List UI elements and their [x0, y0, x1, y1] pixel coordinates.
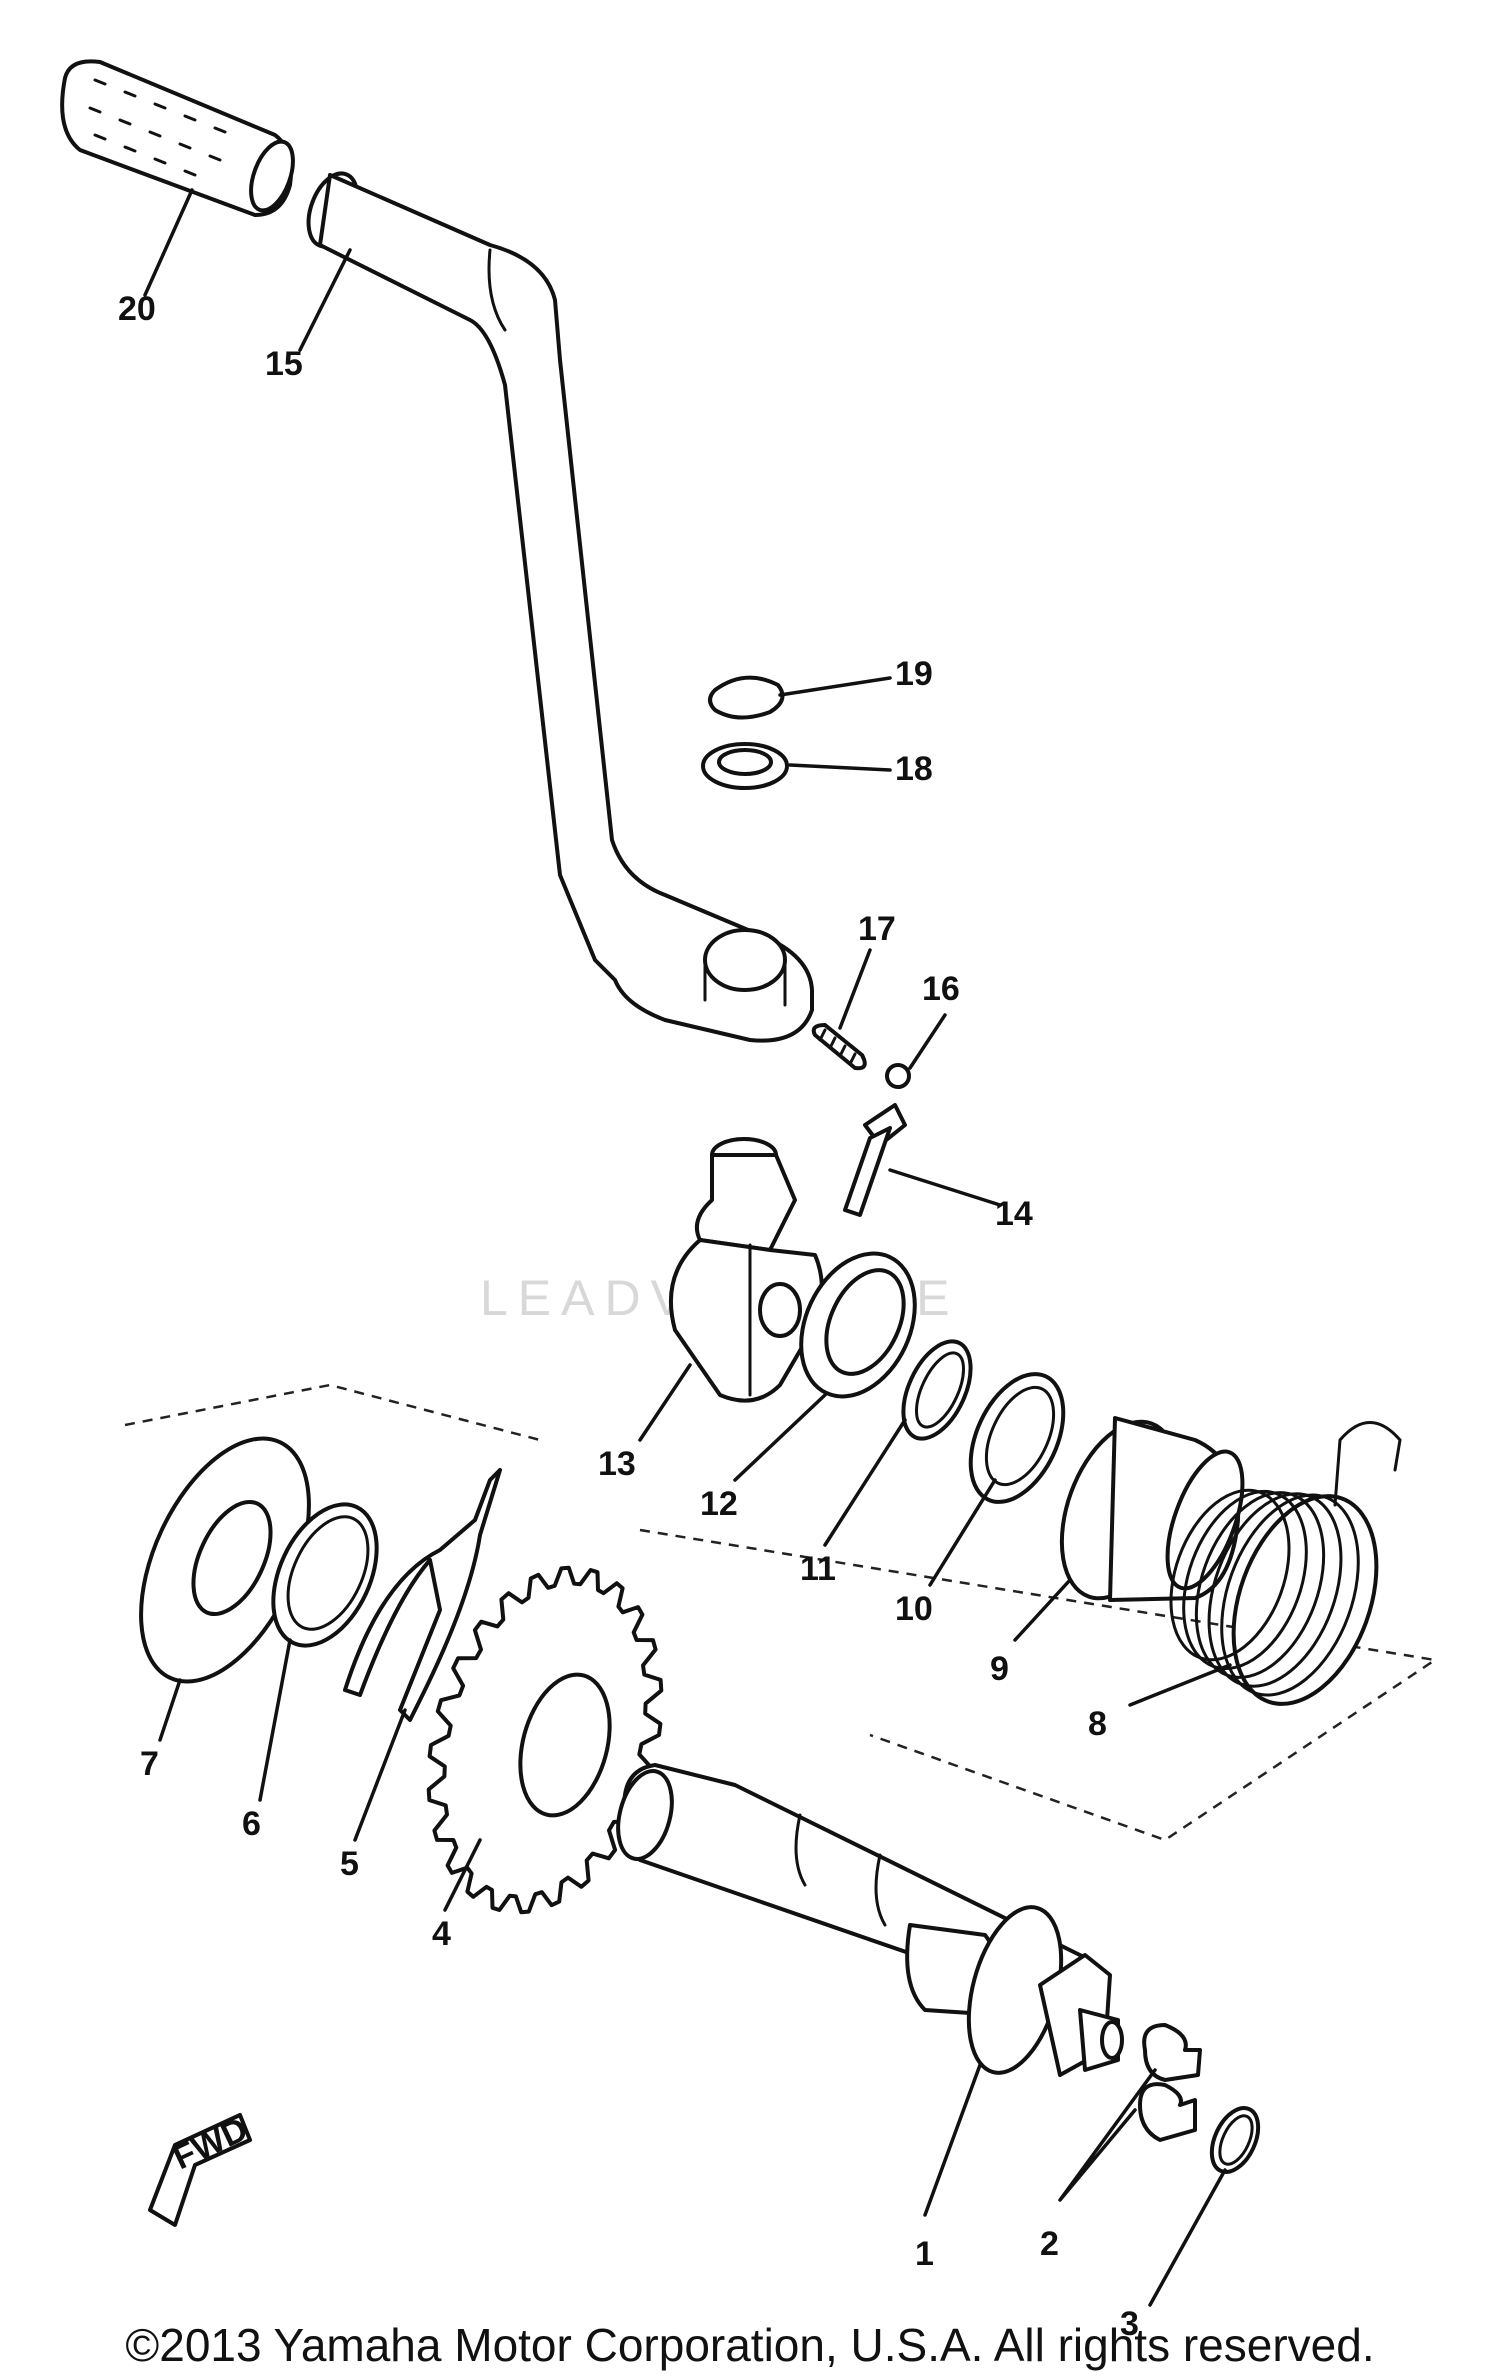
callout-7: 7	[140, 1745, 159, 1783]
callout-10: 10	[895, 1590, 933, 1628]
part-14-bolt	[843, 1103, 907, 1217]
callout-numbers: 1 2 3 4 5 6 7 8 9 10 11 12 13 14 15 16 1…	[118, 290, 1139, 2343]
part-5-clip	[343, 1468, 502, 1722]
part-10-washer	[968, 1372, 1066, 1504]
part-15-kick-crank	[306, 171, 814, 1043]
part-20-kick-grip	[60, 59, 295, 217]
part-3-circlip	[1209, 2106, 1261, 2174]
callout-1: 1	[915, 2235, 934, 2273]
part-1-kick-axle	[616, 1763, 1124, 2077]
callout-18: 18	[895, 750, 933, 788]
assembly-boundary-lines	[124, 1383, 1439, 1842]
callout-20: 20	[118, 290, 156, 328]
fwd-label: FWD	[167, 2110, 253, 2177]
part-12-bearing	[799, 1251, 917, 1399]
part-4-kick-gear	[426, 1565, 664, 1915]
callout-17: 17	[858, 910, 896, 948]
callout-5: 5	[340, 1845, 359, 1883]
fwd-direction-arrow: FWD	[148, 2110, 254, 2227]
part-17-spring	[811, 1023, 867, 1071]
callout-11: 11	[800, 1550, 836, 1588]
part-7-plate-washer	[139, 1436, 311, 1684]
callout-3: 3	[1120, 2305, 1139, 2343]
part-8-torsion-spring	[1169, 1421, 1402, 1706]
part-16-steel-ball	[885, 1063, 911, 1089]
callout-6: 6	[242, 1805, 261, 1843]
callout-4: 4	[432, 1915, 451, 1953]
part-13-kick-boss	[668, 1137, 824, 1403]
callout-2: 2	[1040, 2225, 1059, 2263]
leader-lines	[143, 188, 1232, 2307]
callout-9: 9	[990, 1650, 1009, 1688]
part-9-spring-guide	[1059, 1416, 1245, 1602]
part-18-washer	[701, 742, 789, 790]
callout-8: 8	[1088, 1705, 1107, 1743]
callout-13: 13	[598, 1445, 636, 1483]
part-6-washer	[271, 1502, 379, 1648]
callout-19: 19	[895, 655, 933, 693]
callout-12: 12	[700, 1485, 738, 1523]
callout-16: 16	[922, 970, 960, 1008]
copyright-notice: ©2013 Yamaha Motor Corporation, U.S.A. A…	[125, 2319, 1375, 2371]
part-19-circlip	[708, 675, 785, 720]
part-11-snap-ring	[901, 1339, 973, 1441]
callout-14: 14	[995, 1195, 1033, 1233]
part-2-ratchet	[1138, 2023, 1202, 2142]
callout-15: 15	[265, 345, 303, 383]
